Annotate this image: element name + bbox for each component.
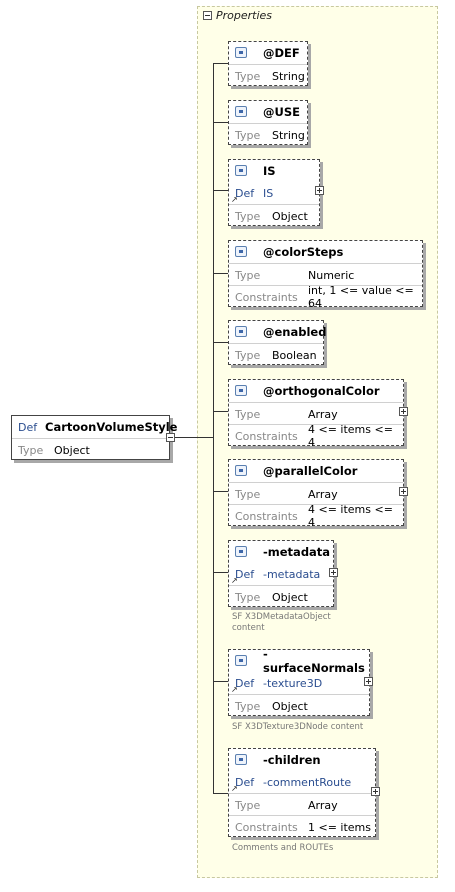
type-label: Type [235, 209, 261, 223]
node-surfacenormals[interactable]: -surfaceNormals ↗ Def -texture3D Type Ob… [228, 647, 370, 716]
root-def-label: Def [18, 420, 38, 434]
attribute-icon [235, 385, 247, 396]
branch-surfacenormals [213, 681, 228, 682]
type-value: Object [272, 590, 308, 604]
type-label: Type [235, 128, 261, 142]
def-value[interactable]: IS [263, 186, 274, 200]
type-label: Type [235, 590, 261, 604]
branch-use [213, 122, 228, 123]
expand-children-icon[interactable] [371, 787, 380, 796]
type-label: Type [235, 348, 261, 362]
constraints-label: Constraints [235, 820, 298, 834]
constraints-label: Constraints [235, 290, 298, 304]
attribute-icon [235, 465, 247, 476]
type-value: Boolean [272, 348, 317, 362]
expand-metadata-icon[interactable] [329, 568, 338, 577]
node-metadata[interactable]: -metadata ↗ Def -metadata Type Object [228, 540, 334, 607]
attribute-icon [235, 326, 247, 337]
node-name: @DEF [263, 46, 300, 60]
node-name: -metadata [263, 545, 331, 559]
branch-metadata [213, 572, 228, 573]
expand-parallelcolor-icon[interactable] [399, 487, 408, 496]
constraints-label: Constraints [235, 429, 298, 443]
element-icon [235, 546, 247, 557]
node-colorsteps[interactable]: @colorSteps Type Numeric Constraints int… [228, 240, 423, 310]
collapse-root-icon[interactable] [166, 433, 175, 442]
def-label: Def [235, 676, 255, 690]
node-enabled[interactable]: @enabled Type Boolean [228, 320, 327, 365]
reference-arrow-icon: ↗ [231, 195, 238, 204]
constraints-value: 1 <= items [308, 820, 372, 834]
constraints-value: 4 <= items <= 4 [308, 423, 393, 449]
root-type-value: Object [54, 443, 90, 457]
type-label: Type [235, 699, 261, 713]
branch-is [213, 190, 228, 191]
attribute-icon [235, 246, 247, 257]
type-value: Numeric [308, 268, 355, 282]
type-label: Type [235, 407, 261, 421]
branch-parallelcolor [213, 491, 228, 492]
type-label: Type [235, 487, 261, 501]
node-is[interactable]: IS ↗ Def IS Type Object [228, 159, 320, 226]
tree-spine [213, 63, 214, 794]
branch-def [213, 63, 228, 64]
type-label: Type [235, 798, 261, 812]
node-orthogonalcolor[interactable]: @orthogonalColor Type Array Constraints … [228, 379, 404, 449]
root-name: CartoonVolumeStyle [45, 420, 178, 434]
branch-children [213, 793, 228, 794]
root-node[interactable]: Def CartoonVolumeStyle Type Object [11, 415, 177, 460]
node-name: @USE [263, 105, 300, 119]
def-value[interactable]: -commentRoute [263, 775, 352, 789]
node-name: @enabled [263, 325, 327, 339]
expand-surfacenormals-icon[interactable] [364, 677, 373, 686]
node-name: @orthogonalColor [263, 384, 380, 398]
type-value: String [272, 69, 305, 83]
metadata-note: SF X3DMetadataObject content [232, 612, 331, 633]
node-name: @parallelColor [263, 464, 358, 478]
node-parallelcolor[interactable]: @parallelColor Type Array Constraints 4 … [228, 459, 404, 529]
branch-enabled [213, 342, 228, 343]
def-value[interactable]: -texture3D [263, 676, 323, 690]
type-label: Type [235, 69, 261, 83]
root-connector [170, 437, 213, 438]
type-value: Array [308, 487, 338, 501]
element-icon [235, 655, 247, 666]
collapse-properties-icon[interactable] [203, 11, 212, 20]
root-type-label: Type [18, 443, 44, 457]
node-name: -surfaceNormals [263, 647, 365, 675]
node-def[interactable]: @DEF Type String [228, 41, 308, 86]
node-name: IS [263, 164, 276, 178]
constraints-value: int, 1 <= value <= 64 [308, 284, 414, 310]
type-value: Object [272, 699, 308, 713]
branch-colorsteps [213, 273, 228, 274]
node-name: -children [263, 753, 321, 767]
constraints-label: Constraints [235, 509, 298, 523]
reference-arrow-icon: ↗ [231, 576, 238, 585]
surfacenormals-note: SF X3DTexture3DNode content [232, 722, 364, 732]
type-label: Type [235, 268, 261, 282]
node-use[interactable]: @USE Type String [228, 100, 308, 145]
type-value: Object [272, 209, 308, 223]
attribute-icon [235, 106, 247, 117]
def-value[interactable]: -metadata [263, 567, 321, 581]
def-label: Def [235, 186, 255, 200]
node-name: @colorSteps [263, 245, 344, 259]
properties-title: Properties [216, 9, 273, 22]
element-icon [235, 754, 247, 765]
reference-arrow-icon: ↗ [231, 685, 238, 694]
node-children[interactable]: -children ↗ Def -commentRoute Type Array… [228, 748, 376, 837]
type-value: Array [308, 798, 338, 812]
element-icon [235, 165, 247, 176]
attribute-icon [235, 47, 247, 58]
type-value: Array [308, 407, 338, 421]
def-label: Def [235, 775, 255, 789]
reference-arrow-icon: ↗ [231, 784, 238, 793]
expand-orthogonalcolor-icon[interactable] [399, 407, 408, 416]
constraints-value: 4 <= items <= 4 [308, 503, 393, 529]
children-note: Comments and ROUTEs [232, 843, 334, 853]
expand-is-icon[interactable] [315, 186, 324, 195]
branch-orthogonalcolor [213, 411, 228, 412]
type-value: String [272, 128, 305, 142]
def-label: Def [235, 567, 255, 581]
